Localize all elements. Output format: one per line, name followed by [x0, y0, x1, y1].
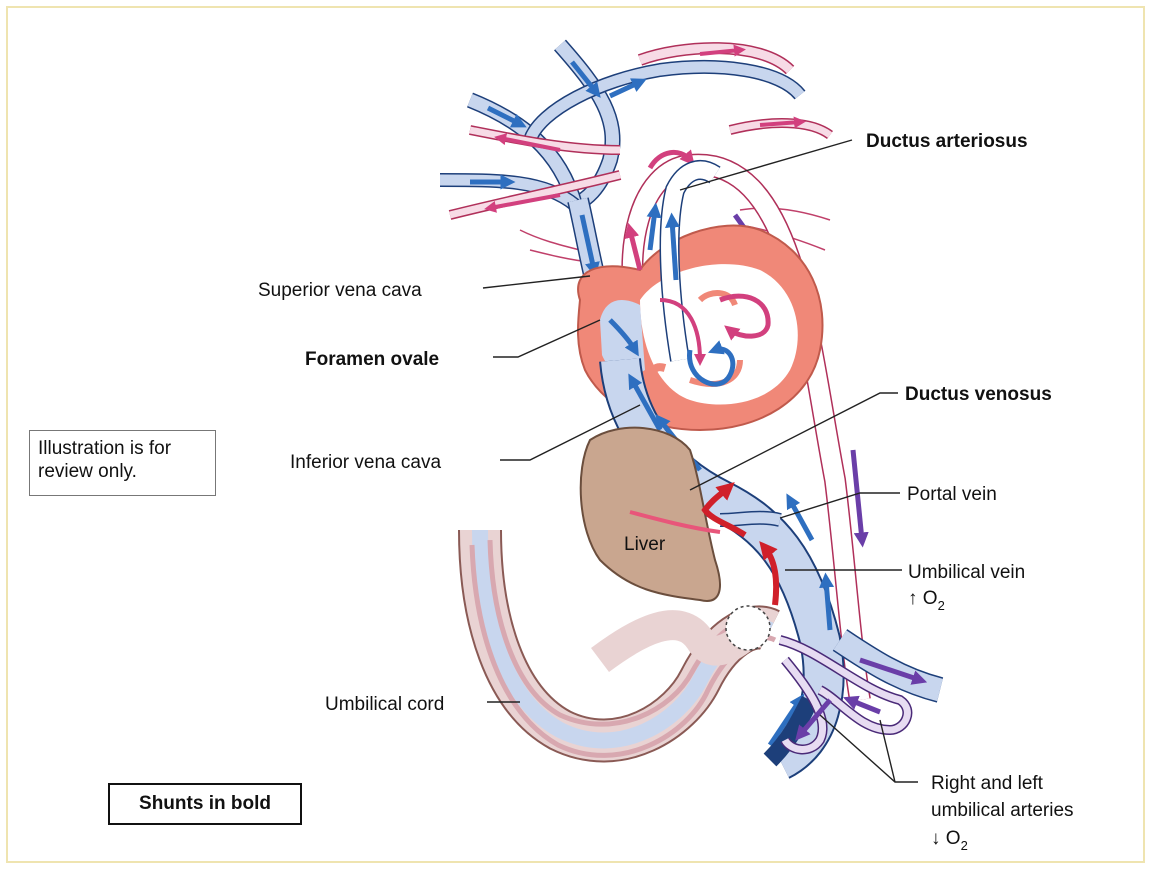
- label-ductus-venosus: Ductus venosus: [905, 384, 1052, 405]
- shunts-note: Shunts in bold: [108, 783, 302, 825]
- label-superior-vena-cava: Superior vena cava: [258, 280, 422, 301]
- label-umbilical-arteries-line1: Right and left: [931, 773, 1044, 794]
- liver: [581, 428, 720, 601]
- label-foramen-ovale: Foramen ovale: [305, 349, 439, 370]
- label-umbilical-cord: Umbilical cord: [325, 694, 444, 715]
- label-portal-vein: Portal vein: [907, 484, 997, 505]
- leader-superior-vena-cava: [483, 276, 590, 288]
- review-note-line2: review only.: [38, 460, 207, 483]
- label-liver: Liver: [624, 534, 666, 555]
- review-note-line1: Illustration is for: [38, 437, 207, 460]
- label-umbilical-arteries-o2: ↓ O2: [931, 828, 968, 853]
- label-umbilical-arteries-line2: umbilical arteries: [931, 800, 1074, 821]
- review-note: Illustration is for review only.: [29, 430, 216, 496]
- label-inferior-vena-cava: Inferior vena cava: [290, 452, 441, 473]
- label-ductus-arteriosus: Ductus arteriosus: [866, 131, 1028, 152]
- portal-vein: [720, 518, 780, 520]
- label-umbilical-vein-o2: ↑ O2: [908, 588, 945, 613]
- label-umbilical-vein: Umbilical vein: [908, 562, 1025, 583]
